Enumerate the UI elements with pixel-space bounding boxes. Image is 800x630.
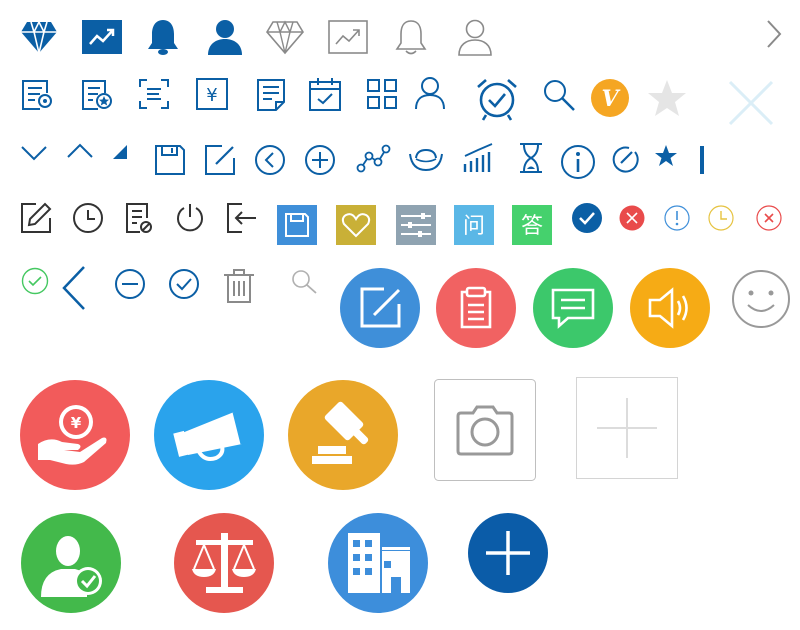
close-circle-icon[interactable] (619, 205, 645, 231)
question-char: 问 (463, 214, 485, 239)
chevron-right-icon[interactable] (764, 18, 784, 50)
info-circle-icon[interactable] (664, 205, 690, 231)
hourglass-icon[interactable] (518, 142, 544, 174)
vip-badge-icon[interactable]: V (590, 78, 630, 118)
alarm-clock-icon[interactable] (474, 76, 520, 122)
trash-icon[interactable] (222, 268, 256, 304)
vertical-bar-icon (700, 146, 706, 176)
answer-char: 答 (521, 214, 543, 239)
trend-chart-icon[interactable] (82, 20, 122, 54)
document-badge-icon[interactable] (20, 78, 54, 112)
bell-outline-icon[interactable] (394, 18, 428, 56)
star-icon[interactable] (646, 78, 688, 118)
edit-icon[interactable] (204, 144, 236, 176)
user-outline-icon[interactable] (456, 18, 494, 56)
vip-letter: V (601, 86, 620, 112)
compass-icon[interactable] (610, 144, 640, 174)
search-icon[interactable] (542, 78, 576, 112)
search-icon[interactable] (290, 268, 320, 296)
diamond-icon[interactable] (20, 18, 58, 56)
trend-chart-outline-icon[interactable] (328, 20, 368, 54)
camera-upload-icon[interactable] (434, 379, 536, 481)
check-circle-outline-icon[interactable] (21, 267, 49, 295)
grid-icon[interactable] (366, 78, 398, 110)
smile-icon[interactable] (731, 269, 791, 329)
save-tile-icon[interactable] (277, 205, 317, 245)
close-circle-outline-icon[interactable] (756, 205, 782, 231)
info-icon[interactable] (560, 144, 596, 180)
gavel-icon[interactable] (288, 380, 398, 490)
circle-plus-icon[interactable] (304, 144, 336, 176)
diamond-outline-icon[interactable] (266, 18, 304, 56)
star-icon[interactable] (654, 144, 678, 168)
yen-symbol: ¥ (71, 414, 82, 432)
check-circle-icon[interactable] (168, 268, 200, 300)
yen-symbol: ¥ (206, 85, 217, 106)
clipboard-circle-icon[interactable] (436, 268, 516, 348)
ingot-icon[interactable] (408, 146, 444, 174)
chevron-left-icon[interactable] (60, 264, 88, 312)
corner-triangle-icon[interactable] (112, 144, 128, 160)
user-icon[interactable] (206, 18, 244, 56)
answer-tile-icon[interactable]: 答 (512, 205, 552, 245)
message-circle-icon[interactable] (533, 268, 613, 348)
scan-icon[interactable] (138, 78, 170, 110)
logout-icon[interactable] (226, 202, 258, 234)
scale-icon[interactable] (174, 513, 274, 613)
settings-tile-icon[interactable] (396, 205, 436, 245)
save-icon[interactable] (154, 144, 186, 176)
plus-circle-icon[interactable] (468, 513, 548, 593)
user-icon[interactable] (414, 76, 446, 110)
heart-tile-icon[interactable] (336, 205, 376, 245)
hand-money-icon[interactable]: ¥ (20, 380, 130, 490)
volume-circle-icon[interactable] (630, 268, 710, 348)
chevron-up-icon[interactable] (66, 142, 94, 160)
clock-icon[interactable] (72, 202, 104, 234)
nodes-icon[interactable] (356, 144, 391, 174)
calendar-check-icon[interactable] (308, 76, 342, 112)
clock-circle-icon[interactable] (708, 205, 734, 231)
plus-upload-icon[interactable] (576, 377, 678, 479)
document-star-icon[interactable] (80, 78, 114, 112)
bell-icon[interactable] (146, 18, 180, 56)
edit-circle-icon[interactable] (340, 268, 420, 348)
yen-icon[interactable]: ¥ (196, 78, 228, 110)
document-icon[interactable] (256, 78, 286, 112)
building-icon[interactable] (328, 513, 428, 613)
power-icon[interactable] (174, 202, 206, 234)
minus-circle-icon[interactable] (114, 268, 146, 300)
signal-bars-icon[interactable] (462, 142, 496, 174)
user-verified-icon[interactable] (21, 513, 121, 613)
megaphone-icon[interactable] (154, 380, 264, 490)
edit-icon[interactable] (20, 202, 52, 234)
check-circle-icon[interactable] (572, 203, 602, 233)
chevron-down-icon[interactable] (20, 144, 48, 162)
close-icon[interactable] (726, 78, 776, 128)
question-tile-icon[interactable]: 问 (454, 205, 494, 245)
document-edit-icon[interactable] (124, 202, 154, 234)
circle-left-icon[interactable] (254, 144, 286, 176)
